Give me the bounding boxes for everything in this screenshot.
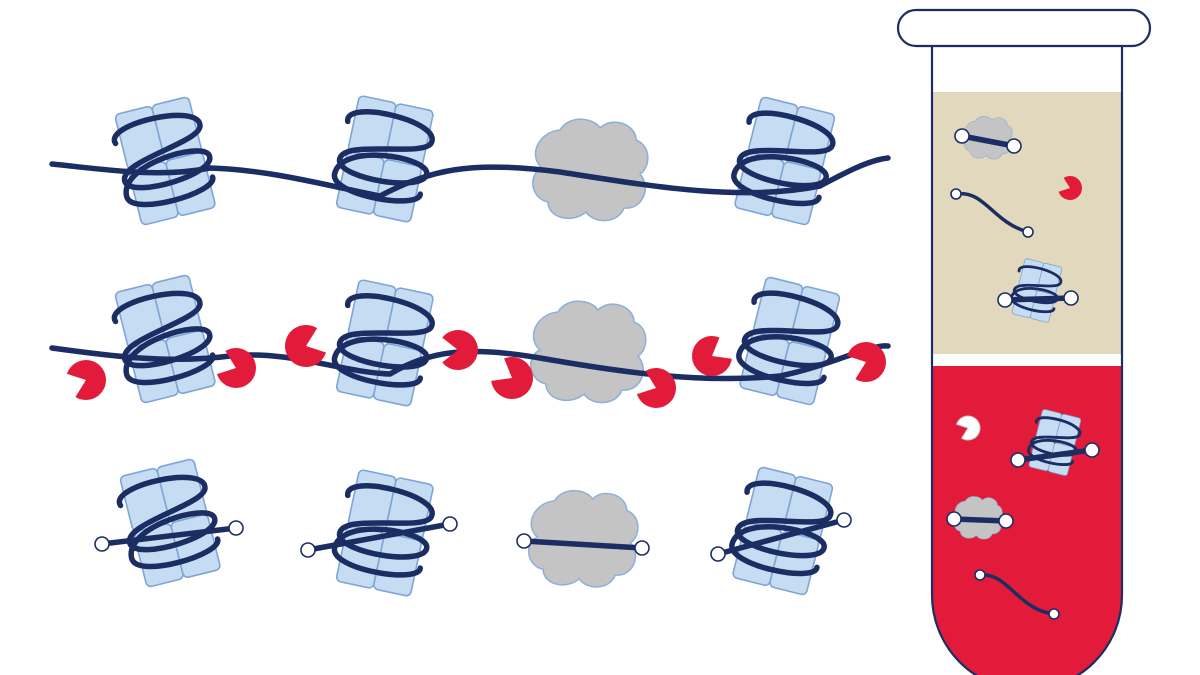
nucleosome-icon bbox=[731, 96, 836, 226]
histone-block bbox=[373, 533, 422, 597]
dna-binding-protein-icon bbox=[528, 489, 639, 588]
nuclease-enzyme-icon bbox=[285, 325, 326, 367]
tube-rim bbox=[896, 8, 1152, 48]
dna-cut-end bbox=[300, 542, 316, 558]
protein-blob bbox=[530, 300, 647, 404]
enzyme-shape bbox=[636, 368, 676, 408]
dna-cut-end bbox=[228, 520, 244, 536]
dna-cut-end bbox=[950, 188, 962, 200]
dna-cut-end bbox=[516, 533, 532, 549]
dna-cut-end bbox=[94, 536, 110, 552]
dna-binding-protein-icon bbox=[530, 300, 647, 404]
dna-wrap bbox=[736, 290, 841, 387]
nuclease-enzyme-icon bbox=[1058, 176, 1082, 200]
dna-cut-end bbox=[954, 128, 970, 144]
dna-fragment-line bbox=[959, 133, 1017, 149]
protein-blob bbox=[528, 489, 639, 588]
nucleosome-icon bbox=[331, 95, 435, 223]
dna-cut-end bbox=[1010, 452, 1026, 468]
enzyme-shape bbox=[66, 360, 106, 400]
dna-cut-end bbox=[1063, 290, 1079, 306]
dna-cut-end bbox=[997, 292, 1013, 308]
supernatant-contents bbox=[950, 116, 1082, 323]
nuclease-enzyme-icon bbox=[636, 368, 676, 408]
histone-block bbox=[373, 159, 422, 223]
dna-wrap bbox=[331, 483, 435, 578]
nuclease-enzyme-icon bbox=[955, 415, 981, 441]
dna-wrap bbox=[111, 112, 216, 208]
dna-binding-protein-icon bbox=[532, 118, 649, 222]
dna-wrap bbox=[116, 474, 221, 570]
nuclease-enzyme-icon bbox=[692, 336, 732, 376]
nucleosome-icon bbox=[736, 276, 841, 406]
dna-cut-end bbox=[1022, 226, 1034, 238]
dna-cut-end bbox=[634, 540, 650, 556]
dna-wrap bbox=[731, 110, 836, 207]
dna-fragment-line bbox=[951, 516, 1009, 524]
nucleosome-icon bbox=[116, 458, 221, 588]
nuclease-enzyme-icon bbox=[216, 348, 256, 388]
dna-cut-end bbox=[998, 513, 1014, 529]
dna-fragment-line bbox=[305, 521, 453, 553]
nucleosome-icon bbox=[111, 274, 216, 404]
enzyme-shape bbox=[216, 348, 256, 388]
naked-dna-icon bbox=[954, 192, 1030, 234]
enzyme-shape bbox=[955, 415, 981, 441]
enzyme-shape bbox=[491, 357, 533, 399]
dna-cut-end bbox=[1006, 138, 1022, 154]
nuclease-enzyme-icon bbox=[846, 342, 886, 382]
enzyme-shape bbox=[846, 342, 886, 382]
nucleosome-icon bbox=[729, 466, 834, 596]
nuclease-enzyme-icon bbox=[442, 330, 478, 370]
row-nuclease-digestion bbox=[49, 274, 891, 408]
row-released-fragments bbox=[94, 458, 852, 597]
dna-cut-end bbox=[946, 511, 962, 527]
dna-cut-end bbox=[1048, 608, 1060, 620]
pellet-contents bbox=[946, 409, 1100, 620]
histone-block bbox=[769, 531, 820, 596]
row-intact-chromatin bbox=[49, 95, 891, 226]
naked-dna-icon bbox=[978, 573, 1056, 616]
dna-fragment-line bbox=[1015, 447, 1095, 463]
dna-cut-end bbox=[1084, 442, 1100, 458]
dna-cut-end bbox=[836, 512, 852, 528]
enzyme-shape bbox=[285, 325, 326, 367]
enzyme-shape bbox=[1058, 176, 1082, 200]
histone-block bbox=[771, 161, 822, 226]
tube-wall bbox=[930, 46, 1124, 675]
nuclease-enzyme-icon bbox=[66, 360, 106, 400]
dna-cut-end bbox=[710, 546, 726, 562]
dna-cut-end bbox=[442, 516, 458, 532]
dna-fragment-line bbox=[715, 517, 847, 557]
nucleosome-icon bbox=[111, 96, 216, 226]
linker-dna bbox=[49, 343, 891, 382]
dna-wrap bbox=[331, 109, 435, 204]
nuclease-enzyme-icon bbox=[491, 357, 533, 399]
dna-fragment-line bbox=[521, 538, 645, 551]
enzyme-shape bbox=[692, 336, 732, 376]
nucleosome-icon bbox=[331, 279, 435, 407]
protein-blob bbox=[532, 118, 649, 222]
enzyme-shape bbox=[442, 330, 478, 370]
nucleosome-icon bbox=[331, 469, 435, 597]
dna-fragment-line bbox=[99, 525, 239, 547]
dna-fragment-line bbox=[1002, 295, 1074, 303]
dna-cut-end bbox=[974, 569, 986, 581]
test-tube-icon bbox=[896, 8, 1152, 675]
tube-contents bbox=[932, 92, 1122, 675]
linker-dna bbox=[49, 155, 891, 199]
